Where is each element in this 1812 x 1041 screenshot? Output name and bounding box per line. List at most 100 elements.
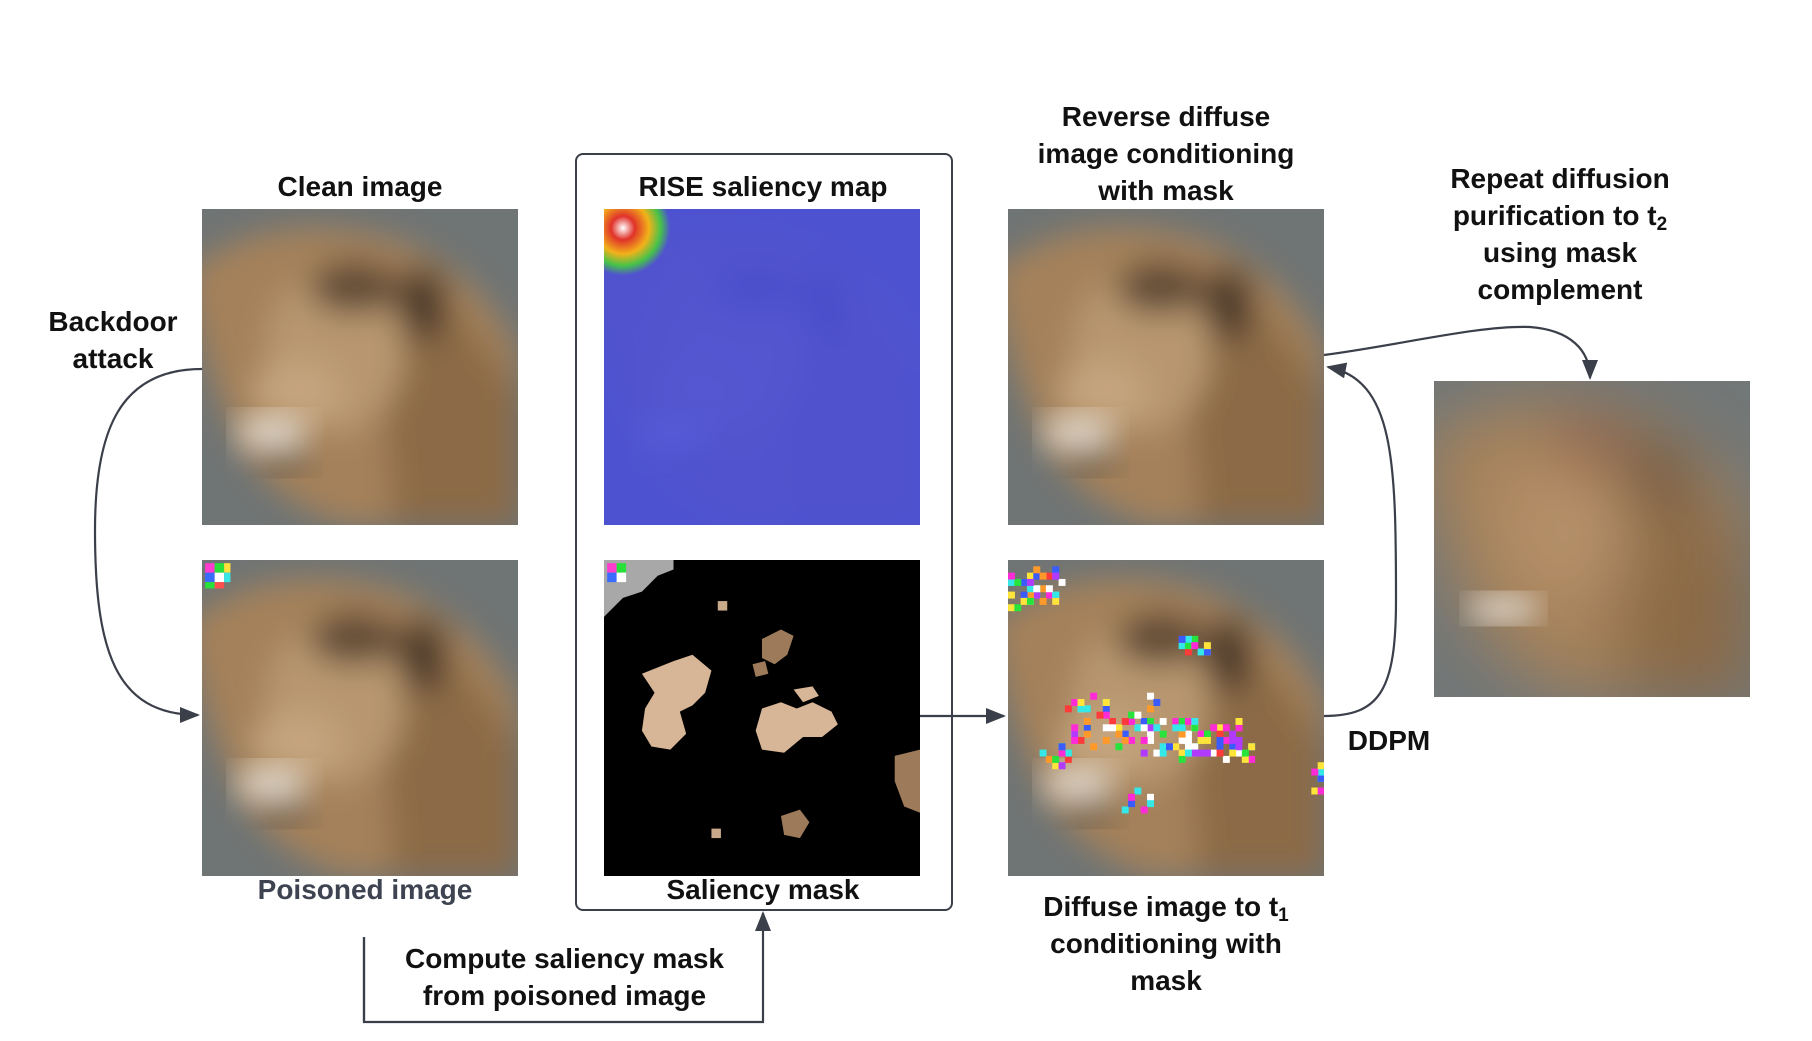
noise-pixel (1026, 591, 1034, 599)
noise-pixel (1197, 648, 1205, 656)
repeat-diffusion-label: Repeat diffusion purification to t2 usin… (1400, 160, 1720, 308)
noise-pixel (1153, 724, 1161, 732)
noise-pixel (1052, 762, 1060, 770)
noise-pixel (1052, 591, 1060, 599)
noise-pixel (1121, 806, 1129, 814)
noise-pixel (1184, 642, 1192, 650)
noise-pixel (1197, 736, 1205, 744)
noise-pixel (1311, 768, 1319, 776)
noise-pixel (1216, 749, 1224, 757)
diffuse-image-label: Diffuse image to t1 conditioning with ma… (1008, 888, 1324, 999)
noise-pixel (1235, 743, 1243, 751)
noise-pixel (1197, 749, 1205, 757)
noise-pixel (1083, 718, 1091, 725)
poisoned-image-label: Poisoned image (257, 874, 473, 905)
noise-pixel (1052, 572, 1060, 580)
noise-pixel (1115, 743, 1123, 751)
noise-pixel (1235, 736, 1243, 744)
noise-pixel (1197, 730, 1205, 738)
noise-pixel (1058, 762, 1066, 770)
noise-pixel (1178, 755, 1186, 763)
noise-pixel (1210, 724, 1218, 732)
noise-pixel (1083, 730, 1091, 738)
reverse-line-2: image conditioning (1037, 138, 1295, 169)
noise-pixel (1083, 724, 1091, 732)
noise-pixel (1090, 692, 1098, 700)
mask-trigger-patch (607, 563, 627, 583)
poisoned-image (202, 560, 518, 876)
noise-pixel (1033, 591, 1041, 599)
noise-pixel (1229, 736, 1237, 744)
saliency-mask-label: Saliency mask (666, 874, 860, 905)
noise-pixel (1172, 743, 1180, 751)
noise-pixel (1203, 736, 1211, 744)
noise-pixel (1229, 730, 1237, 738)
noise-pixel (1317, 787, 1324, 795)
noise-pixel (1128, 711, 1136, 719)
noise-pixel (1178, 635, 1186, 643)
noise-pixel (1140, 724, 1148, 732)
noise-pixel (1216, 743, 1224, 751)
purified-output-image (1434, 381, 1750, 697)
backdoor-attack-label: Backdoor attack (28, 303, 198, 377)
noise-pixel (1033, 585, 1041, 593)
trigger-patch (205, 563, 231, 589)
noise-pixel (1039, 597, 1047, 605)
noise-pixel (1077, 699, 1085, 706)
noise-pixel (1191, 635, 1199, 643)
noise-pixel (1159, 718, 1167, 725)
noise-pixel (1134, 711, 1142, 719)
noise-pixel (1026, 585, 1034, 593)
noise-pixel (1203, 648, 1211, 656)
compute-saliency-label: Compute saliency mask from poisoned imag… (372, 940, 757, 1014)
noise-pixel (1235, 724, 1243, 732)
noise-pixel (1229, 749, 1237, 757)
noise-pixel (1014, 604, 1022, 612)
noise-pixel (1191, 642, 1199, 650)
noise-pixel (1096, 711, 1104, 719)
noise-pixel (1077, 736, 1085, 744)
noise-pixel (1026, 578, 1034, 586)
noise-pixel (1058, 578, 1066, 586)
noise-pixel (1064, 705, 1072, 713)
noise-pixel (1184, 730, 1192, 738)
noise-pixel (1153, 749, 1161, 757)
noise-pixel (1147, 692, 1154, 700)
noise-pixel (1178, 724, 1186, 732)
noise-pixel (1203, 749, 1211, 757)
noise-pixel (1153, 699, 1161, 706)
noise-pixel (1052, 597, 1060, 605)
clean-image-label: Clean image (277, 171, 443, 202)
noise-pixel (1203, 642, 1211, 650)
noise-pixel (1020, 578, 1028, 586)
noise-pixel (1115, 724, 1123, 732)
noise-pixel (1128, 736, 1136, 744)
noise-pixel (1216, 736, 1224, 744)
repeat-line-1: Repeat diffusion (1450, 163, 1670, 194)
noise-pixel (1159, 749, 1167, 757)
noise-pixel (1020, 591, 1028, 599)
noise-pixel (1014, 578, 1022, 586)
saliency-mask-image (604, 560, 920, 876)
noise-pixel (1045, 572, 1053, 580)
noise-pixel (1317, 774, 1324, 782)
reverse-diffuse-label: Reverse diffuse image conditioning with … (1008, 98, 1324, 209)
compute-line-1: Compute saliency mask (404, 943, 725, 974)
noise-pixel (1311, 787, 1319, 795)
noise-pixel (1317, 768, 1324, 776)
noise-pixel (1071, 736, 1079, 744)
noise-pixel (1317, 762, 1324, 770)
noise-pixel (1184, 648, 1192, 656)
noise-pixel (1077, 705, 1085, 713)
noise-pixel (1109, 724, 1117, 732)
backdoor-line-1: Backdoor (48, 306, 178, 337)
noise-pixel (1045, 591, 1053, 599)
noise-pixel (1147, 730, 1154, 738)
noise-pixel (1058, 743, 1066, 751)
noise-pixel (1134, 787, 1142, 795)
saliency-box (575, 153, 953, 911)
noise-pixel (1039, 585, 1047, 593)
noise-pixel (1102, 724, 1110, 732)
noise-pixel (1128, 793, 1136, 801)
